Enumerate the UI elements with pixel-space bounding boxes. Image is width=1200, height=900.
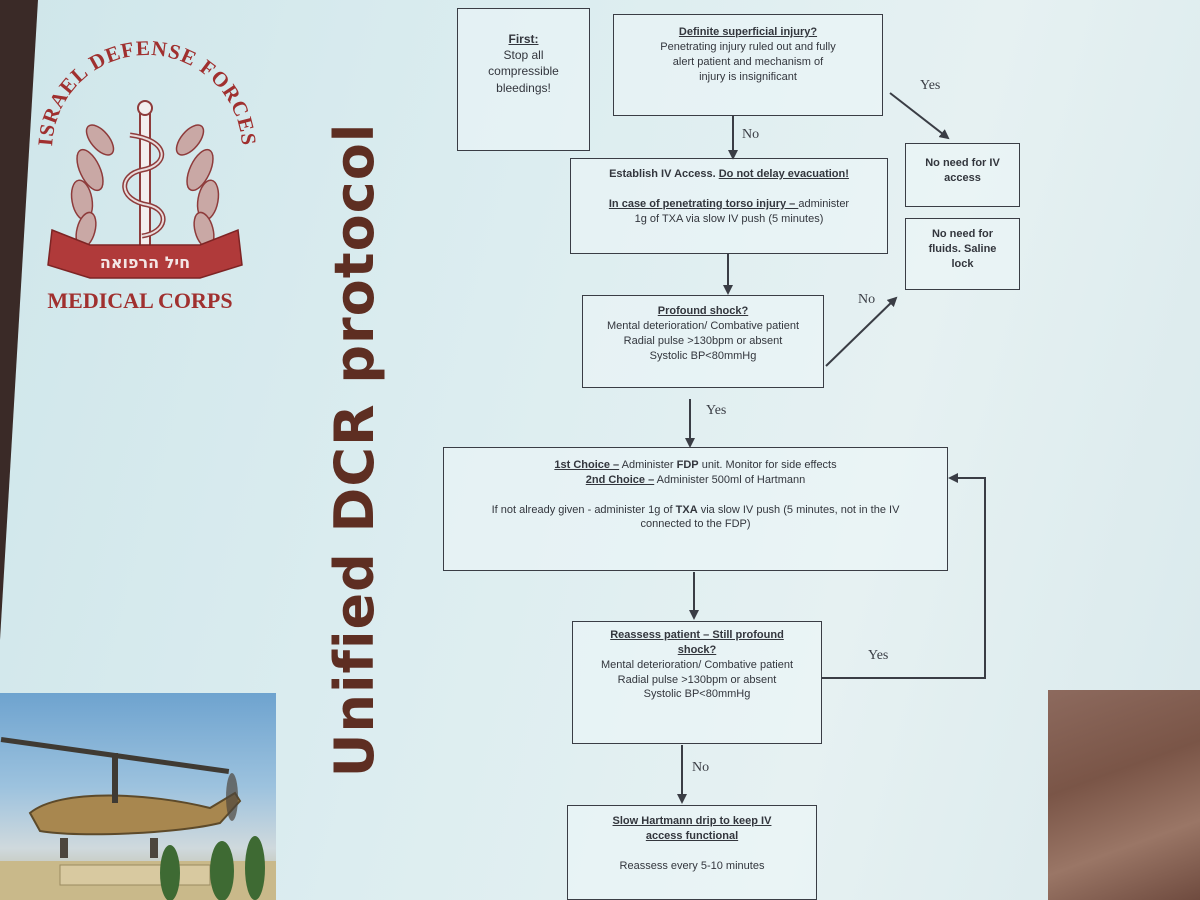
svg-text:חיל הרפואה: חיל הרפואה: [100, 253, 190, 272]
profound-shock-box: Profound shock? Mental deterioration/ Co…: [582, 295, 824, 388]
reassess-box: Reassess patient – Still profound shock?…: [572, 621, 822, 744]
arrow-superficial-to-no-iv: [889, 92, 950, 140]
arrow-reassess-loop: [822, 473, 986, 679]
first-stop-bleeding-box: First: Stop all compressible bleedings!: [457, 8, 590, 151]
label-yes-reassess: Yes: [868, 648, 889, 663]
no-need-fluids-box: No need for fluids. Saline lock: [905, 218, 1020, 290]
label-no-shock: No: [858, 292, 876, 307]
first-heading: First:: [508, 32, 539, 46]
tree-photo: [1048, 690, 1200, 900]
label-yes-superficial: Yes: [920, 78, 941, 93]
label-yes-shock: Yes: [706, 403, 727, 418]
superficial-injury-box: Definite superficial injury? Penetrating…: [613, 14, 883, 116]
superficial-heading: Definite superficial injury?: [678, 26, 818, 38]
arrow-shock-to-no-fluids: [825, 296, 898, 367]
staff-of-asclepius-icon: [122, 100, 166, 261]
slow-hartmann-box: Slow Hartmann drip to keep IV access fun…: [567, 805, 817, 900]
profound-shock-heading: Profound shock?: [657, 305, 749, 317]
logo-ribbon: חיל הרפואה: [47, 228, 243, 279]
no-need-iv-box: No need for IV access: [905, 143, 1020, 207]
establish-iv-box: Establish IV Access. Do not delay evacua…: [570, 158, 888, 254]
helicopter-icon: [0, 737, 276, 900]
medical-corps-logo: ISRAEL DEFENSE FORCES חיל הרפואה MEDICAL…: [33, 40, 260, 313]
label-no-superficial: No: [742, 127, 760, 142]
fluid-choice-box: 1st Choice – Administer FDP unit. Monito…: [443, 447, 948, 571]
logo-caption: MEDICAL CORPS: [47, 288, 232, 313]
helicopter-photo: [0, 693, 276, 900]
label-no-reassess: No: [692, 760, 710, 775]
